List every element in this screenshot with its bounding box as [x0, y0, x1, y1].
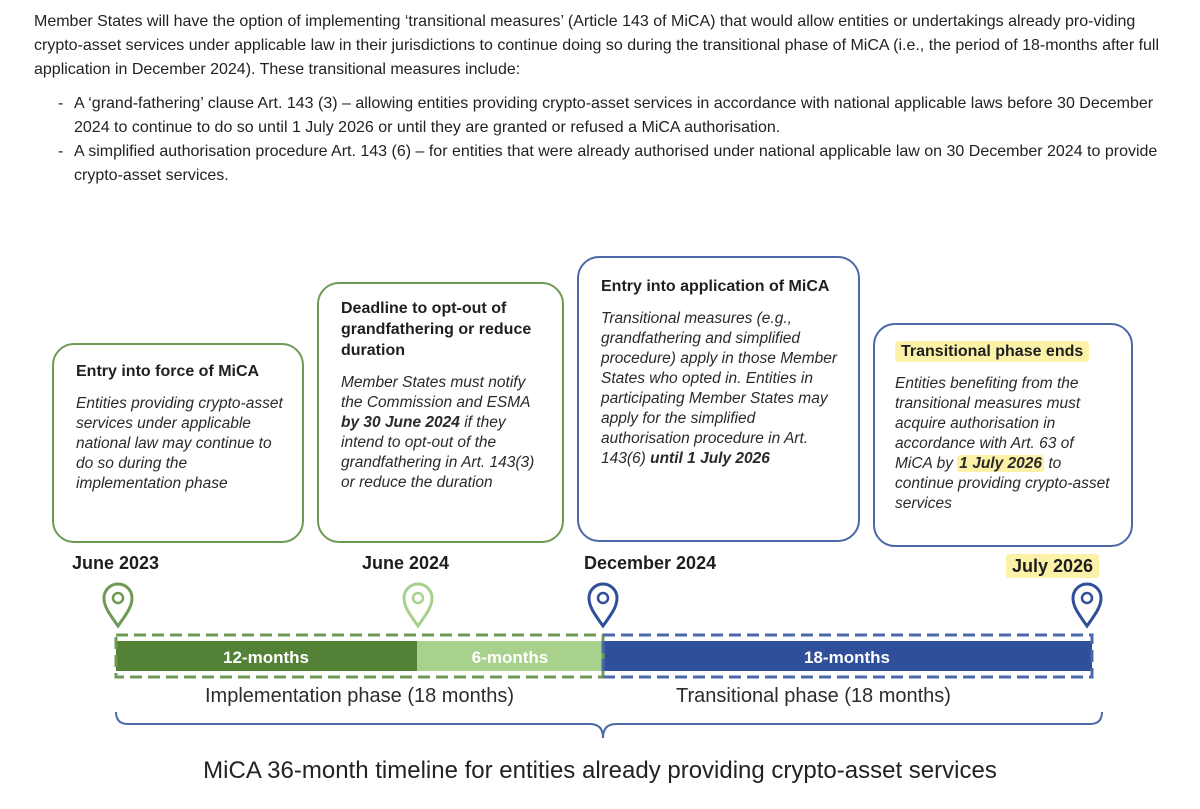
- desc-part: to continue providing crypto-asset servi…: [895, 455, 1110, 512]
- bullet-grandfathering: A ‘grand-fathering’ clause Art. 143 (3) …: [74, 95, 1154, 136]
- list-item: -A simplified authorisation procedure Ar…: [58, 143, 1158, 184]
- milestone-description: Transitional measures (e.g., grandfather…: [601, 309, 840, 469]
- desc-part: Member States must notify the Commission…: [341, 374, 530, 411]
- milestone-description: Entities benefiting from the transitiona…: [895, 374, 1115, 514]
- milestone-box-transitional-end: Transitional phase ends Entities benefit…: [873, 323, 1133, 547]
- milestone-box-opt-out-deadline: Deadline to opt-out of grandfathering or…: [317, 282, 564, 543]
- implementation-dashed-border: [114, 633, 605, 679]
- date-june-2023: June 2023: [72, 553, 160, 573]
- date-december-2024: December 2024: [584, 553, 717, 573]
- segment-18-months: [603, 641, 1092, 671]
- highlighted-title: Transitional phase ends: [895, 341, 1090, 362]
- milestone-box-entry-into-application: Entry into application of MiCA Transitio…: [577, 256, 860, 542]
- milestone-title: Entry into force of MiCA: [76, 363, 260, 380]
- segment-label-12-months: 12-months: [223, 648, 309, 667]
- transitional-phase-label: Transitional phase (18 months): [676, 685, 951, 707]
- bullet-simplified-procedure: A simplified authorisation procedure Art…: [74, 143, 1158, 184]
- highlighted-date: July 2026: [1006, 554, 1100, 578]
- desc-bold: by 30 June 2024: [341, 414, 460, 431]
- desc-part: Entities benefiting from the transitiona…: [895, 375, 1081, 472]
- milestone-description: Entities providing crypto-asset services…: [76, 395, 283, 492]
- milestone-description: Member States must notify the Commission…: [341, 373, 544, 493]
- desc-bold: 1 July 2026: [957, 455, 1045, 472]
- segment-12-months: [116, 641, 417, 671]
- implementation-phase-label: Implementation phase (18 months): [205, 685, 515, 707]
- milestone-title: Entry into application of MiCA: [601, 278, 830, 295]
- segment-6-months: [417, 641, 603, 671]
- segment-label-18-months: 18-months: [804, 648, 890, 667]
- list-item: -A ‘grand-fathering’ clause Art. 143 (3)…: [58, 95, 1154, 136]
- transitional-dashed-border: [601, 633, 1094, 679]
- milestone-title: Deadline to opt-out of grandfathering or…: [341, 300, 532, 359]
- desc-part: Transitional measures (e.g., grandfather…: [601, 310, 838, 467]
- map-pin-icon: [402, 582, 434, 629]
- segment-label-6-months: 6-months: [472, 648, 549, 667]
- milestone-title: Transitional phase ends: [895, 341, 1115, 362]
- intro-paragraph: Member States will have the option of im…: [34, 13, 1160, 78]
- measures-list: -A ‘grand-fathering’ clause Art. 143 (3)…: [34, 92, 1164, 188]
- bracket-brace: [115, 711, 1103, 739]
- map-pin-icon: [587, 582, 619, 629]
- desc-part: if they intend to opt-out of the grandfa…: [341, 414, 535, 491]
- diagram-caption: MiCA 36-month timeline for entities alre…: [203, 757, 997, 784]
- date-june-2024: June 2024: [362, 553, 450, 573]
- date-july-2026: July 2026: [1006, 554, 1100, 578]
- milestone-box-entry-into-force: Entry into force of MiCA Entities provid…: [52, 343, 304, 543]
- desc-bold: until 1 July 2026: [650, 450, 770, 467]
- map-pin-icon: [1071, 582, 1103, 629]
- intro-text: Member States will have the option of im…: [34, 10, 1164, 188]
- map-pin-icon: [102, 582, 134, 629]
